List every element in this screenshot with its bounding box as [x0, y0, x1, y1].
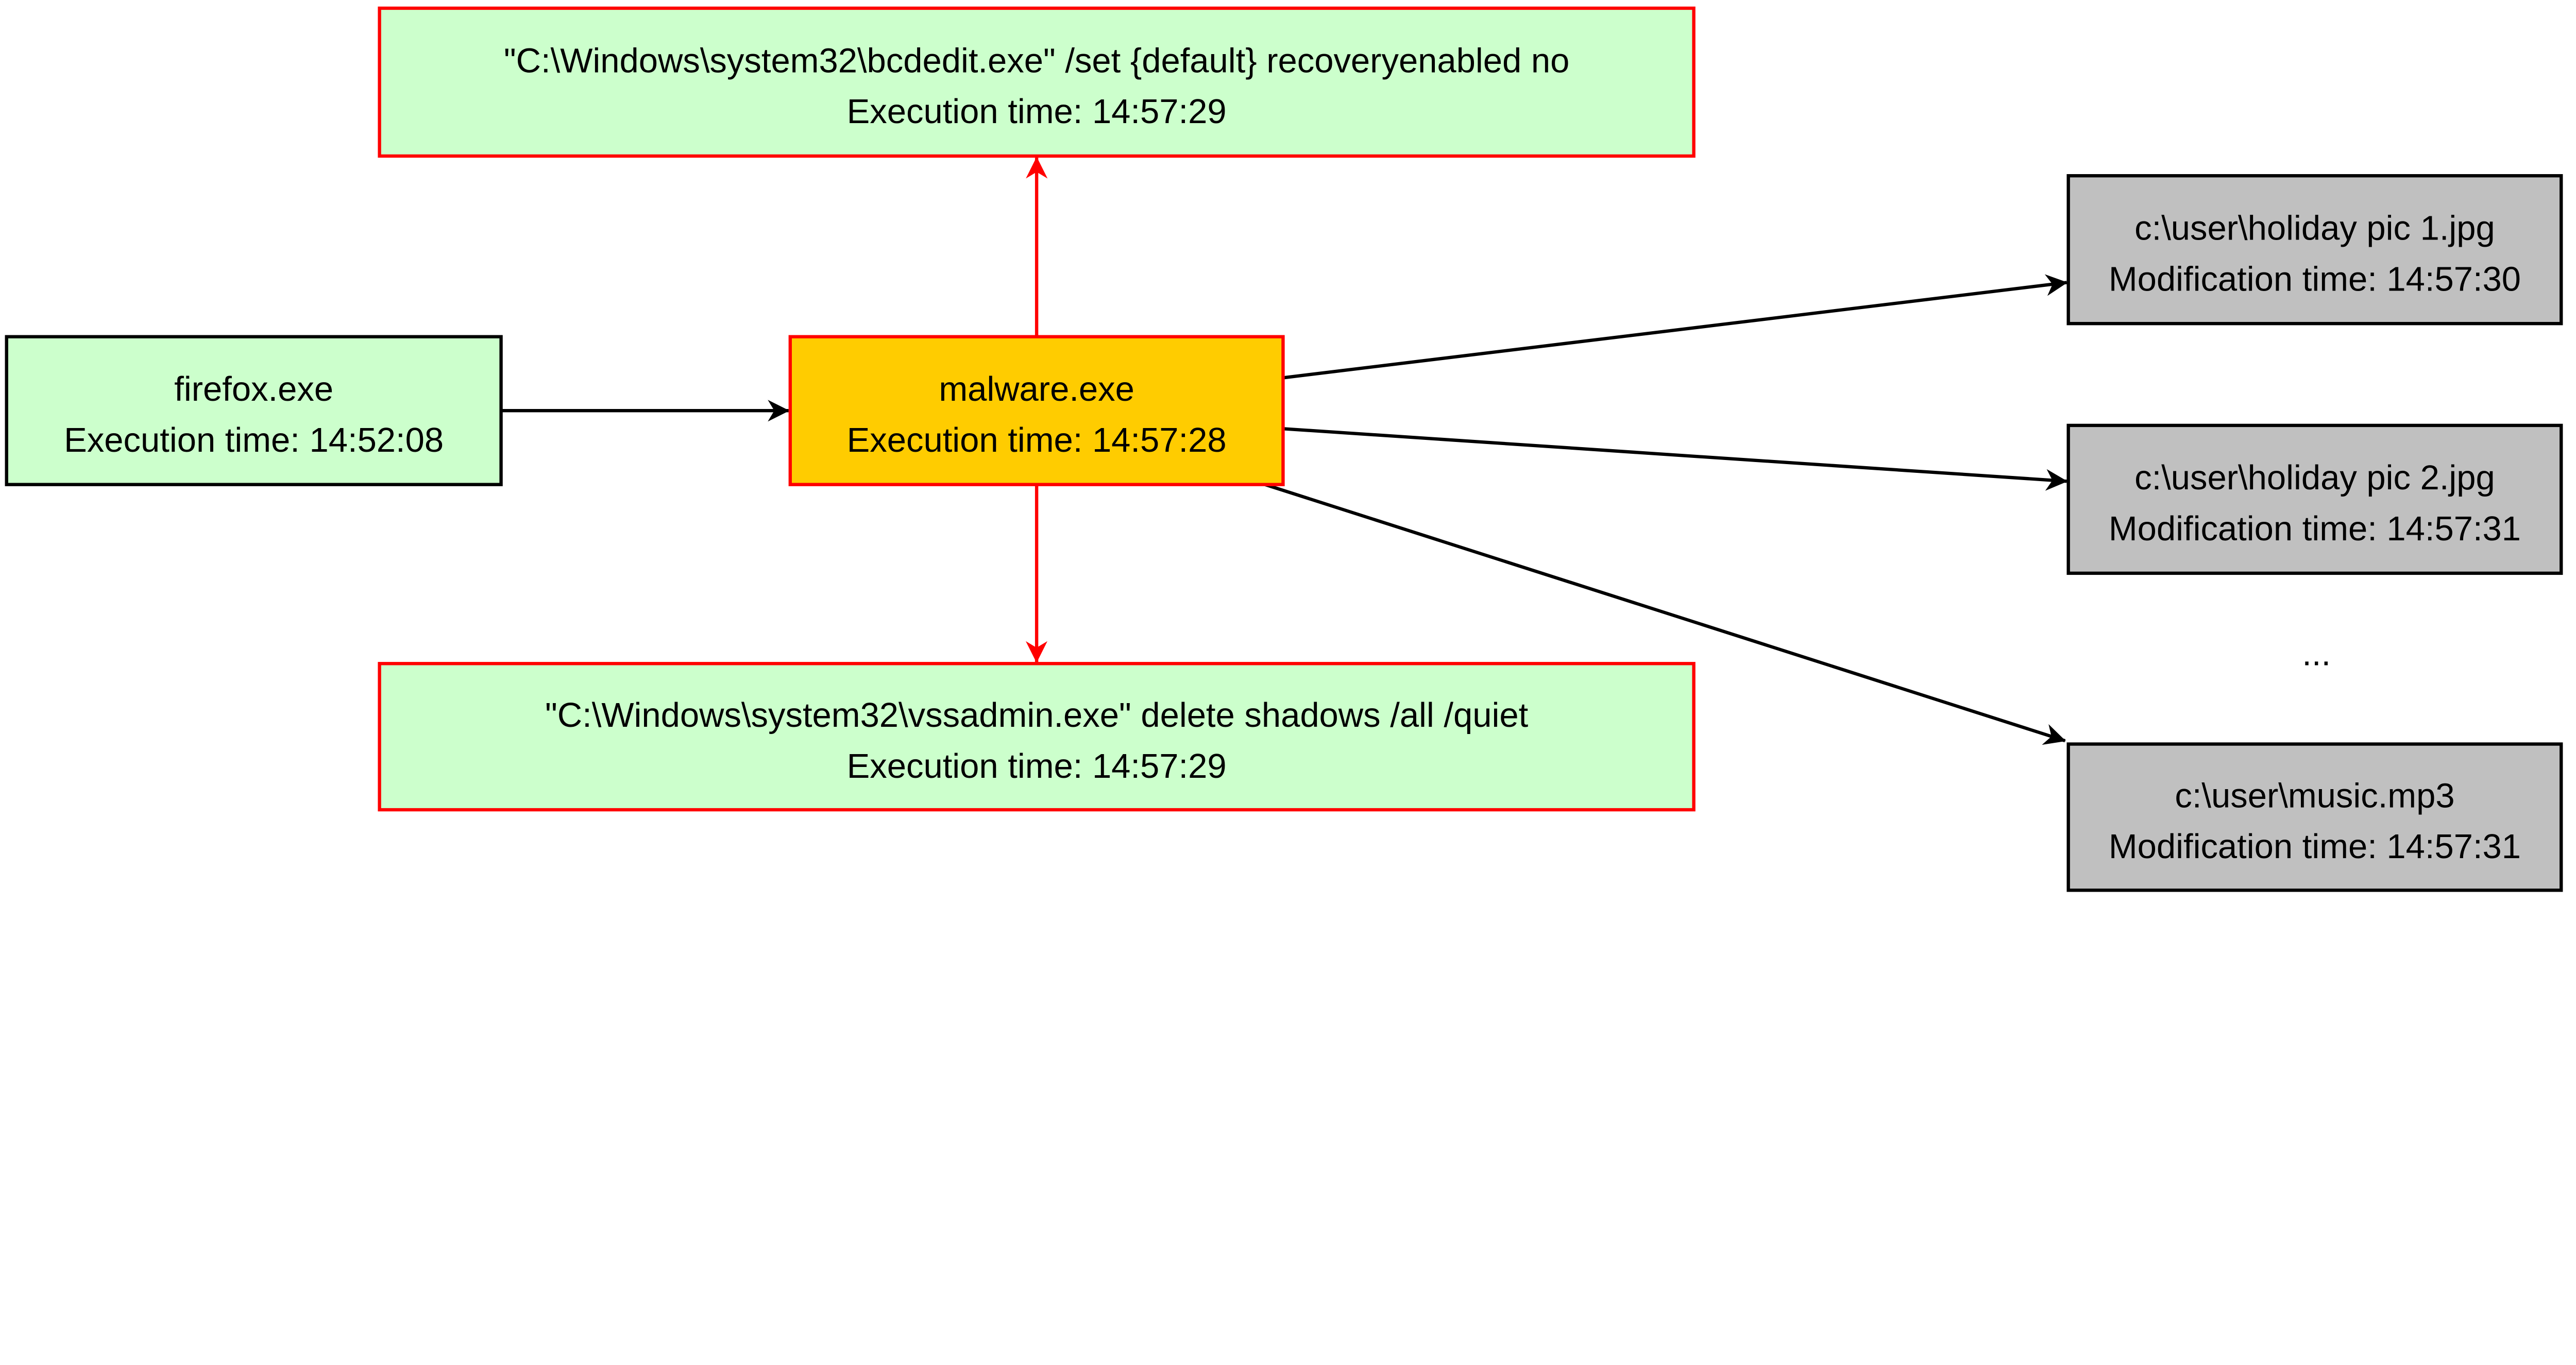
node-title: c:\user\holiday pic 1.jpg	[2134, 209, 2495, 248]
node-timestamp: Modification time: 14:57:31	[2109, 827, 2521, 866]
node-box	[2066, 742, 2563, 892]
node-vssadmin: "C:\Windows\system32\vssadmin.exe" delet…	[378, 662, 1696, 812]
ellipsis-label: ...	[2302, 634, 2331, 673]
edges	[501, 157, 2068, 745]
node-title: "C:\Windows\system32\bcdedit.exe" /set {…	[504, 41, 1569, 80]
node-box	[378, 662, 1696, 812]
node-title: c:\user\music.mp3	[2175, 776, 2454, 815]
node-box	[378, 6, 1696, 158]
node-timestamp: Execution time: 14:52:08	[64, 421, 444, 459]
edge-malware-to-pic2	[1283, 427, 2068, 491]
node-bcdedit: "C:\Windows\system32\bcdedit.exe" /set {…	[378, 6, 1696, 158]
node-box	[5, 335, 503, 486]
node-timestamp: Execution time: 14:57:28	[847, 421, 1227, 459]
node-box	[788, 335, 1285, 486]
node-timestamp: Execution time: 14:57:29	[847, 747, 1227, 786]
node-title: malware.exe	[939, 370, 1134, 408]
edge-malware-to-pic1	[1283, 274, 2068, 380]
node-title: c:\user\holiday pic 2.jpg	[2134, 458, 2495, 497]
node-title: firefox.exe	[174, 370, 333, 408]
node-timestamp: Modification time: 14:57:31	[2109, 509, 2521, 548]
node-box	[2066, 174, 2563, 326]
node-timestamp: Modification time: 14:57:30	[2109, 260, 2521, 298]
node-box	[2066, 423, 2563, 575]
edge-malware-to-music	[1264, 483, 2066, 745]
node-title: "C:\Windows\system32\vssadmin.exe" delet…	[545, 696, 1529, 735]
node-timestamp: Execution time: 14:57:29	[847, 92, 1227, 131]
